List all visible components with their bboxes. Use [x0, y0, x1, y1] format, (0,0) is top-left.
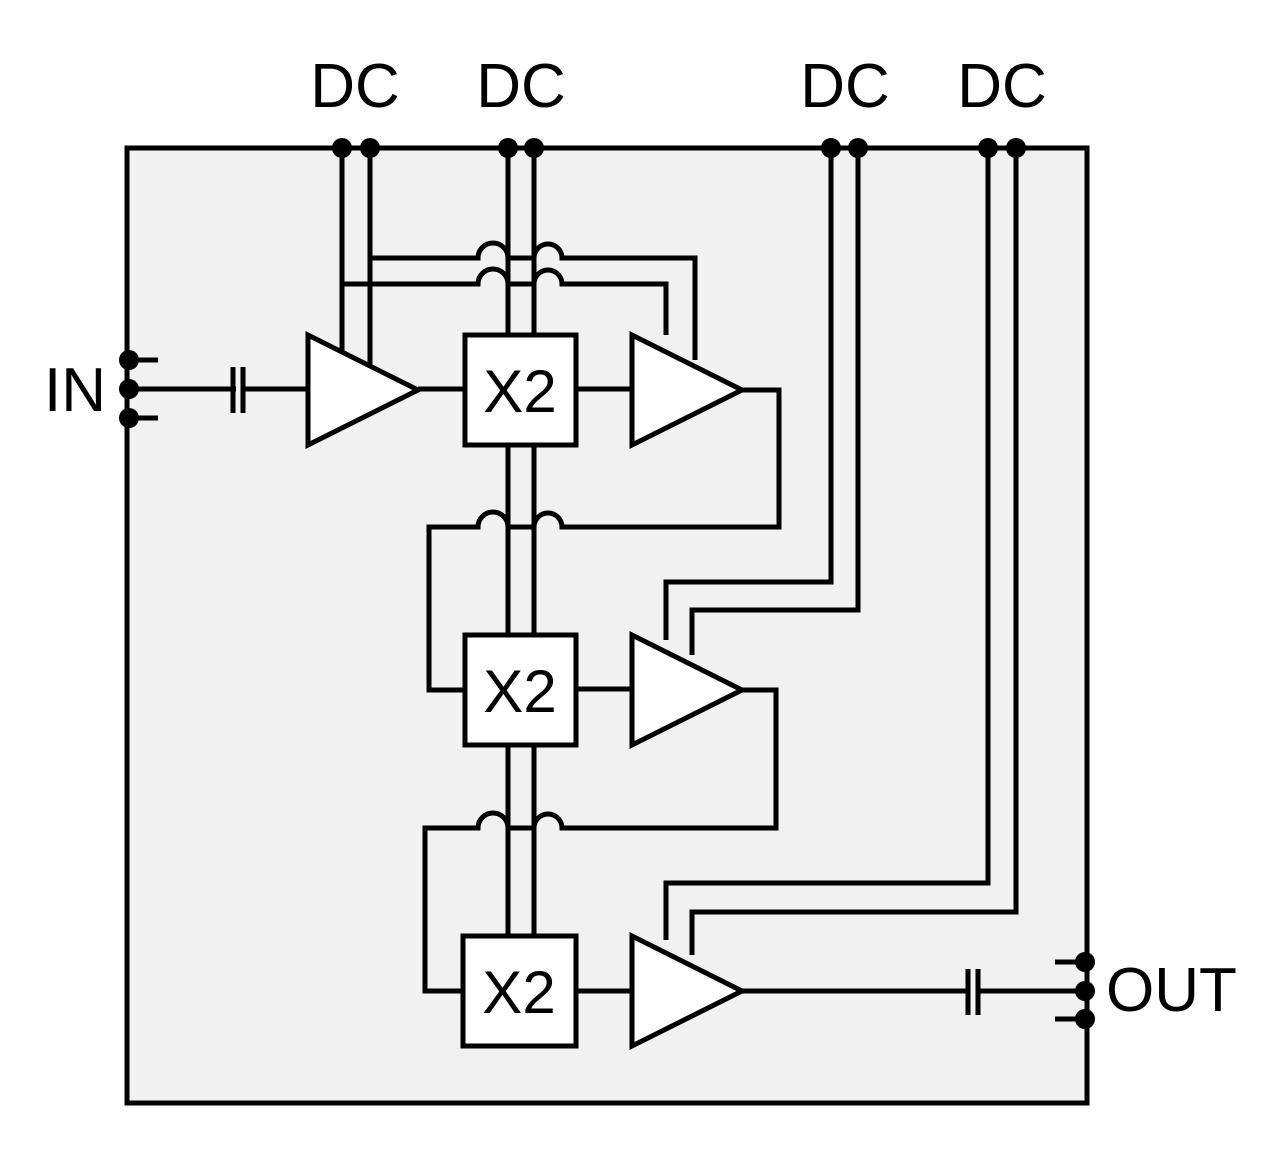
output-capacitor: [965, 969, 1087, 1015]
amplifier-3: [629, 630, 748, 750]
multiplier-1-label: X2: [483, 358, 556, 425]
dc-pins: [332, 138, 1026, 158]
package-body: [124, 145, 1090, 1106]
dc-pin-label-3: DC: [800, 52, 890, 121]
amplifier-1: [305, 330, 424, 450]
input-connector: [119, 350, 236, 428]
amplifier-2: [629, 330, 748, 450]
multiplier-3: X2: [460, 933, 579, 1049]
output-connector: [1055, 952, 1095, 1029]
input-pin-label: IN: [44, 356, 106, 425]
dc-pin-label-2: DC: [476, 52, 566, 121]
dc-pin-label-1: DC: [310, 52, 400, 121]
amplifier-4: [629, 931, 748, 1051]
input-capacitor: [230, 367, 308, 413]
multiplier-1: X2: [462, 332, 579, 448]
output-pin-label: OUT: [1106, 956, 1237, 1025]
multiplier-2-label: X2: [483, 658, 556, 725]
dc-pin-label-4: DC: [957, 52, 1047, 121]
multiplier-2: X2: [462, 632, 579, 748]
multiplier-3-label: X2: [482, 959, 555, 1026]
dc-bias-lines: [339, 148, 1019, 955]
